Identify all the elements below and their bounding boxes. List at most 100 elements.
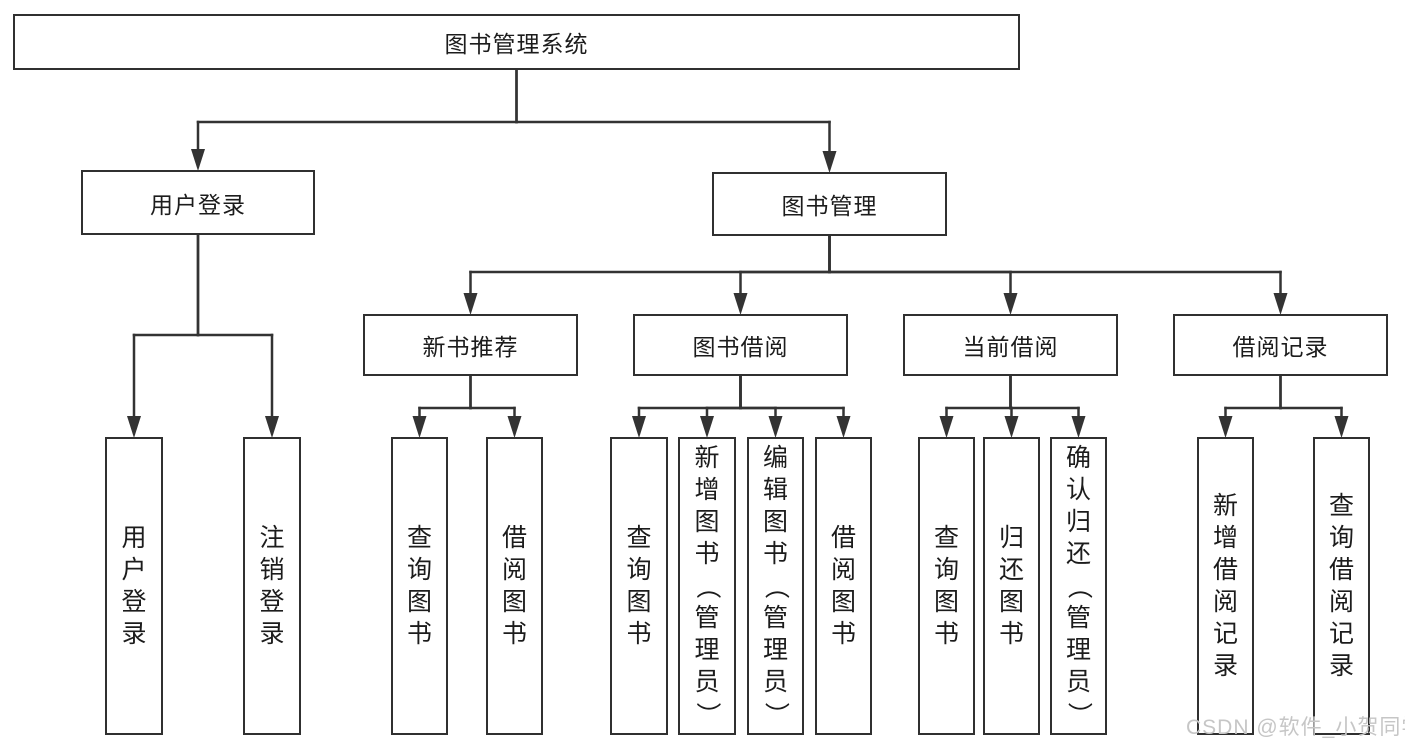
leaf-borrow-books-1-char: 阅 bbox=[501, 555, 527, 584]
leaf-search-books-3-char: 查 bbox=[933, 523, 959, 552]
leaf-confirm-return-admin-char: （ bbox=[1065, 573, 1093, 599]
leaf-add-books-admin-char: ） bbox=[693, 701, 722, 727]
leaf-borrow-books-1-char: 借 bbox=[501, 523, 527, 552]
leaf-search-borrow-record-char: 录 bbox=[1328, 651, 1354, 680]
leaf-confirm-return-admin-char: 归 bbox=[1065, 507, 1091, 536]
leaf-search-books-2-char: 图 bbox=[626, 587, 652, 616]
leaf-add-borrow-record-char: 借 bbox=[1212, 555, 1238, 584]
leaf-search-books-1-char: 图 bbox=[406, 587, 432, 616]
arrowhead-icon bbox=[1334, 416, 1349, 438]
leaf-add-books-admin-char: 新 bbox=[694, 443, 720, 472]
node-borrowing-records: 借阅记录 bbox=[1173, 314, 1388, 376]
watermark: CSDN @软件_小贺同学 bbox=[1186, 716, 1405, 739]
arrowhead-icon bbox=[265, 416, 279, 438]
leaf-user-login-char: 户 bbox=[121, 555, 147, 584]
leaf-search-books-1: 查询图书 bbox=[391, 437, 448, 735]
leaf-add-borrow-record-char: 记 bbox=[1212, 619, 1238, 648]
leaf-borrow-books-1: 借阅图书 bbox=[486, 437, 543, 735]
leaf-edit-books-admin-char: 员 bbox=[762, 667, 788, 696]
arrowhead-icon bbox=[939, 416, 954, 438]
node-borrowing-records-label: 借阅记录 bbox=[1232, 334, 1329, 360]
leaf-add-books-admin-char: 书 bbox=[694, 539, 720, 568]
leaf-user-login-char: 登 bbox=[121, 587, 147, 616]
node-user-login: 用户登录 bbox=[81, 170, 315, 235]
leaf-search-borrow-record-char: 借 bbox=[1328, 555, 1354, 584]
leaf-search-books-3: 查询图书 bbox=[918, 437, 975, 735]
arrowhead-icon bbox=[1004, 416, 1019, 438]
leaf-add-books-admin-char: 增 bbox=[694, 475, 720, 504]
leaf-edit-books-admin-char: ） bbox=[762, 701, 790, 727]
leaf-search-books-2-char: 询 bbox=[626, 555, 652, 584]
leaf-logout-login-char: 销 bbox=[259, 555, 285, 584]
leaf-borrow-books-2: 借阅图书 bbox=[815, 437, 872, 735]
leaf-add-books-admin-char: 图 bbox=[694, 507, 720, 536]
leaf-return-books-char: 还 bbox=[998, 555, 1024, 584]
leaf-return-books-char: 书 bbox=[998, 619, 1024, 648]
leaf-add-books-admin: 新增图书（管理员） bbox=[678, 437, 736, 735]
leaf-add-books-admin-char: 员 bbox=[694, 667, 720, 696]
leaf-edit-books-admin-char: 管 bbox=[762, 603, 788, 632]
arrowhead-icon bbox=[632, 416, 646, 438]
leaf-logout-login-char: 录 bbox=[259, 619, 285, 648]
node-book-management: 图书管理 bbox=[712, 172, 947, 236]
leaf-search-books-1-char: 询 bbox=[406, 555, 432, 584]
leaf-edit-books-admin-char: （ bbox=[762, 573, 790, 599]
leaf-add-borrow-record-char: 录 bbox=[1212, 651, 1238, 680]
leaf-borrow-books-2-char: 借 bbox=[830, 523, 856, 552]
arrowhead-icon bbox=[127, 416, 141, 438]
leaf-search-books-2-char: 查 bbox=[626, 523, 652, 552]
leaf-search-borrow-record-char: 询 bbox=[1328, 523, 1354, 552]
arrowhead-icon bbox=[463, 293, 478, 315]
node-book-borrowing-label: 图书借阅 bbox=[692, 334, 789, 360]
leaf-borrow-books-1-char: 书 bbox=[501, 619, 527, 648]
leaf-return-books: 归还图书 bbox=[983, 437, 1040, 735]
arrowhead-icon bbox=[1218, 416, 1233, 438]
leaf-logout-login-char: 登 bbox=[259, 587, 285, 616]
arrowhead-icon bbox=[507, 416, 522, 438]
leaf-search-borrow-record-char: 查 bbox=[1328, 491, 1354, 520]
arrowhead-icon bbox=[733, 293, 748, 315]
leaf-confirm-return-admin-char: 员 bbox=[1065, 667, 1091, 696]
leaf-add-borrow-record-char: 阅 bbox=[1212, 587, 1238, 616]
arrowhead-icon bbox=[822, 151, 837, 173]
leaf-edit-books-admin-char: 辑 bbox=[762, 475, 788, 504]
arrowhead-icon bbox=[768, 416, 783, 438]
leaf-confirm-return-admin-char: 确 bbox=[1065, 443, 1091, 472]
leaf-confirm-return-admin-char: 认 bbox=[1065, 475, 1091, 504]
leaf-add-books-admin-char: 管 bbox=[694, 603, 720, 632]
arrowhead-icon bbox=[836, 416, 851, 438]
leaf-confirm-return-admin-char: ） bbox=[1065, 701, 1093, 727]
arrowhead-icon bbox=[1273, 293, 1288, 315]
node-book-management-label: 图书管理 bbox=[781, 193, 878, 219]
arrowhead-icon bbox=[1071, 416, 1086, 438]
leaf-return-books-char: 归 bbox=[998, 523, 1024, 552]
leaf-add-borrow-record-char: 新 bbox=[1212, 491, 1238, 520]
leaf-search-books-1-char: 查 bbox=[406, 523, 432, 552]
leaf-search-borrow-record: 查询借阅记录 bbox=[1313, 437, 1370, 735]
leaf-search-borrow-record-char: 阅 bbox=[1328, 587, 1354, 616]
leaf-user-login-char: 用 bbox=[121, 523, 147, 552]
leaf-borrow-books-2-char: 阅 bbox=[830, 555, 856, 584]
leaf-confirm-return-admin-char: 还 bbox=[1065, 539, 1091, 568]
node-user-login-label: 用户登录 bbox=[150, 191, 246, 218]
leaf-user-login: 用户登录 bbox=[105, 437, 163, 735]
leaf-search-borrow-record-char: 记 bbox=[1328, 619, 1354, 648]
leaf-confirm-return-admin-char: 管 bbox=[1065, 603, 1091, 632]
leaf-search-books-2-char: 书 bbox=[626, 619, 652, 648]
node-library-management-system: 图书管理系统 bbox=[13, 14, 1020, 70]
leaf-return-books-char: 图 bbox=[998, 587, 1024, 616]
leaf-borrow-books-2-char: 图 bbox=[830, 587, 856, 616]
arrowhead-icon bbox=[1003, 293, 1018, 315]
leaf-edit-books-admin-char: 编 bbox=[762, 443, 788, 472]
arrowhead-icon bbox=[700, 416, 714, 438]
leaf-search-books-3-char: 图 bbox=[933, 587, 959, 616]
leaf-edit-books-admin-char: 图 bbox=[762, 507, 788, 536]
node-book-borrowing: 图书借阅 bbox=[633, 314, 848, 376]
leaf-logout-login: 注销登录 bbox=[243, 437, 301, 735]
leaf-search-books-3-char: 书 bbox=[933, 619, 959, 648]
node-library-management-system-label: 图书管理系统 bbox=[444, 31, 589, 57]
arrowhead-icon bbox=[191, 149, 205, 171]
arrowhead-icon bbox=[412, 416, 427, 438]
